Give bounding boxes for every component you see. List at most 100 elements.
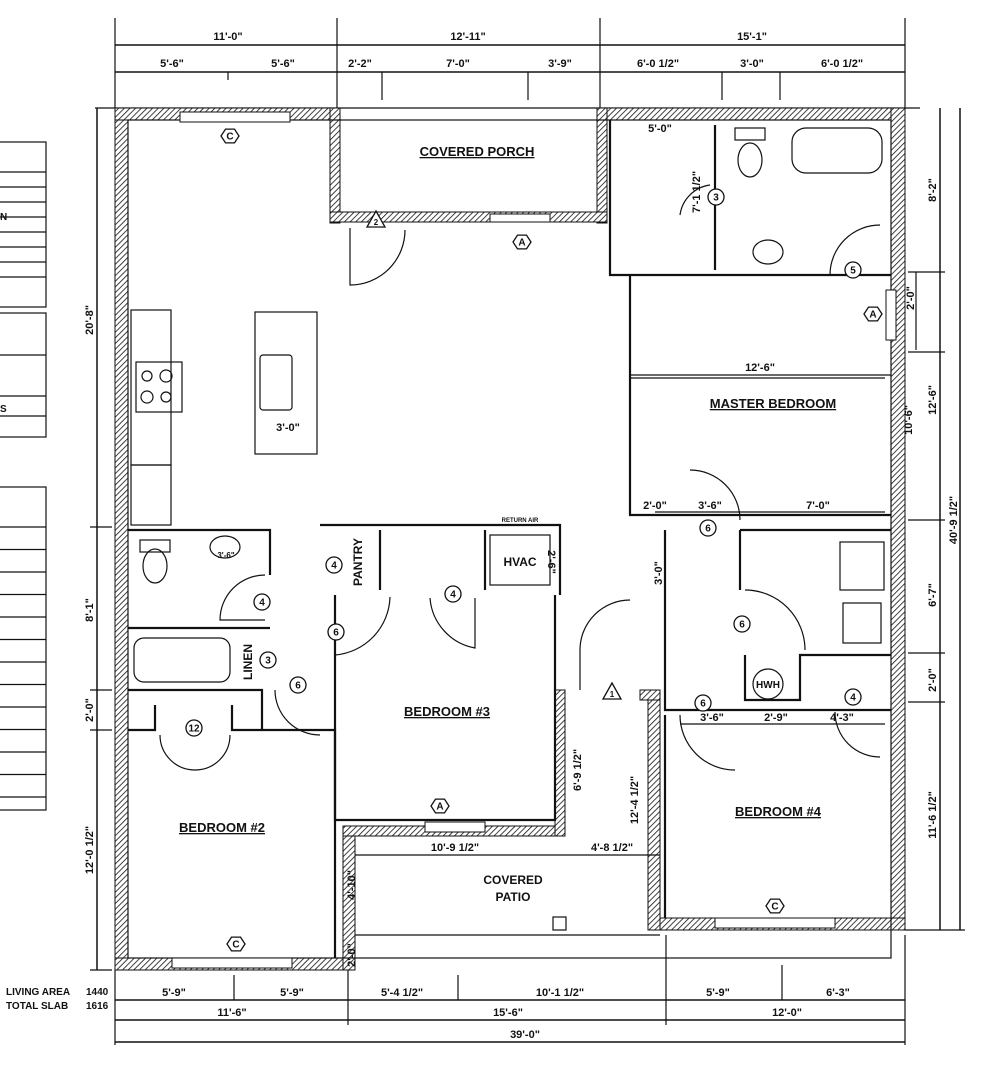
toilet [142, 548, 168, 584]
dim-label: 3'-6" [217, 551, 234, 560]
dim-label: 4'-10" [346, 870, 358, 900]
door-tag: 4 [844, 688, 862, 706]
door-tag-label: 6 [705, 524, 711, 535]
door-tag-label: 6 [700, 699, 706, 710]
dim-label: 3'-0" [276, 422, 300, 434]
room-label-linen: LINEN [241, 644, 255, 680]
dim-label: 5'-6" [160, 58, 184, 70]
door-tag-label: 5 [850, 266, 856, 277]
exterior-door-tag: 2 [365, 209, 387, 228]
door-tag: 12 [185, 719, 203, 737]
dim-label: 6'-7" [927, 583, 939, 607]
dim-label: 12'-11" [450, 31, 485, 43]
door-tag-label: 6 [295, 681, 301, 692]
dim-label: 5'-6" [271, 58, 295, 70]
dim-label: 3'-6" [698, 500, 722, 512]
dim-label: 8'-1" [84, 598, 96, 622]
dim-label: 5'-9" [280, 987, 304, 999]
fixtures [130, 127, 885, 931]
dim-label: 8'-2" [927, 178, 939, 202]
dim-label: 39'-0" [510, 1029, 540, 1041]
dim-label: 2'-0" [905, 286, 917, 310]
exterior-door-tag-label: 2 [374, 218, 379, 227]
legend-fragment: N [0, 212, 7, 223]
dim-label: 7'-0" [806, 500, 830, 512]
total-slab-label: TOTAL SLAB [6, 1001, 68, 1012]
dim-label: 10'-1 1/2" [536, 987, 584, 999]
window-tag: C [220, 128, 240, 144]
bathtub [133, 637, 231, 683]
door-tag: 6 [733, 615, 751, 633]
dim-label: 6'-9 1/2" [572, 749, 584, 791]
dim-label: 10'-9 1/2" [431, 842, 479, 854]
door-tag-label: 3 [265, 656, 271, 667]
window-tag: C [226, 936, 246, 952]
room-label-covered-porch: COVERED PORCH [420, 144, 535, 159]
toilet [737, 142, 763, 178]
door-swings [159, 184, 881, 771]
dim-label: 7'-0" [446, 58, 470, 70]
dim-label: 20'-8" [84, 305, 96, 335]
door-tag-label: 12 [188, 724, 200, 735]
legend-fragment: S [0, 404, 7, 415]
bathtub [791, 127, 883, 174]
dim-label: 2'-0" [643, 500, 667, 512]
dim-label: 6'-0 1/2" [821, 58, 863, 70]
dim-label: 2'-6" [545, 550, 557, 574]
dim-label: 12'-0" [772, 1007, 802, 1019]
kitchen-island [254, 311, 318, 455]
dim-label: 11'-6" [217, 1007, 246, 1019]
room-label-covered-patio: COVERED [483, 873, 543, 887]
dim-label: 2'-0" [346, 943, 358, 967]
interior-walls [127, 119, 892, 959]
label-hwh: HWH [756, 680, 780, 691]
door-tag-label: 6 [739, 620, 745, 631]
dim-label: 6'-3" [826, 987, 850, 999]
dim-label: 6'-0 1/2" [637, 58, 679, 70]
dim-label: 4'-8 1/2" [591, 842, 633, 854]
room-label-pantry: PANTRY [351, 538, 365, 586]
dim-label: 3'-6" [700, 712, 724, 724]
living-area-value: 1440 [86, 987, 109, 998]
bathroom-sink [752, 239, 784, 265]
washer [839, 541, 885, 591]
exterior-door-tag-label: 1 [610, 690, 615, 699]
dimension-labels: 11'-0" 12'-11" 15'-1" 5'-6" 5'-6" 2'-2" … [84, 31, 960, 1041]
dim-label: 12'-4 1/2" [629, 776, 641, 824]
dim-label: 12'-6" [927, 385, 939, 415]
dim-label: 5'-4 1/2" [381, 987, 423, 999]
dim-label: 5'-9" [706, 987, 730, 999]
dim-label: 12'-0 1/2" [84, 826, 96, 874]
door-tag: 6 [289, 676, 307, 694]
bathroom-sink [209, 535, 241, 559]
door-tag: 5 [844, 261, 862, 279]
dim-label: 3'-0" [653, 561, 665, 585]
window-tag-label: A [869, 310, 876, 321]
label-return-air: RETURN AIR [502, 518, 539, 524]
dim-label: 15'-1" [737, 31, 767, 43]
door-tag-label: 6 [333, 628, 339, 639]
windows [171, 111, 897, 969]
dim-label: 3'-9" [548, 58, 572, 70]
door-tag-label: 4 [259, 598, 265, 609]
kitchen-counter [130, 309, 172, 466]
window-tag: A [430, 798, 450, 814]
dim-label: 4'-3" [830, 712, 854, 724]
window-tag: C [765, 898, 785, 914]
window-tag-label: C [226, 132, 233, 143]
window-tag: A [512, 234, 532, 250]
dim-label: 15'-6" [493, 1007, 523, 1019]
range [135, 361, 183, 413]
dim-label: 11'-0" [213, 31, 242, 43]
dim-label: 2'-0" [927, 668, 939, 692]
dim-label: 5'-9" [162, 987, 186, 999]
dim-label: 11'-6 1/2" [927, 791, 939, 839]
door-tag-label: 4 [450, 590, 456, 601]
water-heater [752, 668, 784, 700]
kitchen-sink [259, 354, 293, 411]
toilet-tank [734, 127, 766, 141]
toilet-tank [139, 539, 171, 553]
room-label-hvac: HVAC [503, 555, 536, 569]
dryer [842, 602, 882, 644]
